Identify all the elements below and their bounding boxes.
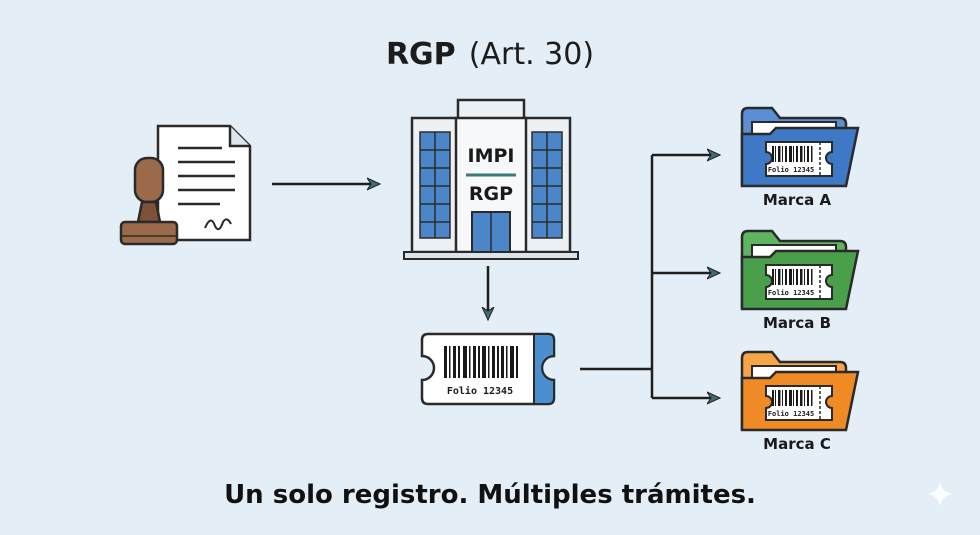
folder-label: Marca A [763,191,832,209]
folder-folio: Folio 12345 [768,289,814,297]
stamp-icon [119,156,179,246]
title-main: RGP [386,37,456,72]
folder-icon: Folio 12345 [740,229,860,311]
diagram-title: RGP (Art. 30) [386,37,594,72]
folder-icon: Folio 12345 [740,350,860,432]
folder-label: Marca B [763,314,831,332]
folder-folio: Folio 12345 [768,166,814,174]
caption: Un solo registro. Múltiples trámites. [224,480,756,510]
folder-icon: Folio 12345 [740,106,860,188]
sparkle-icon [928,482,952,506]
ticket-folio: Folio 12345 [447,385,513,397]
folder-label: Marca C [763,435,831,453]
building-icon: IMPI RGP [403,98,579,260]
folder-folio: Folio 12345 [768,410,814,418]
ticket-icon: Folio 12345 [420,332,556,406]
building-label-impi: IMPI [468,145,515,167]
title-sub: (Art. 30) [469,37,594,72]
building-label-rgp: RGP [469,183,513,205]
branch-connector [580,155,654,398]
